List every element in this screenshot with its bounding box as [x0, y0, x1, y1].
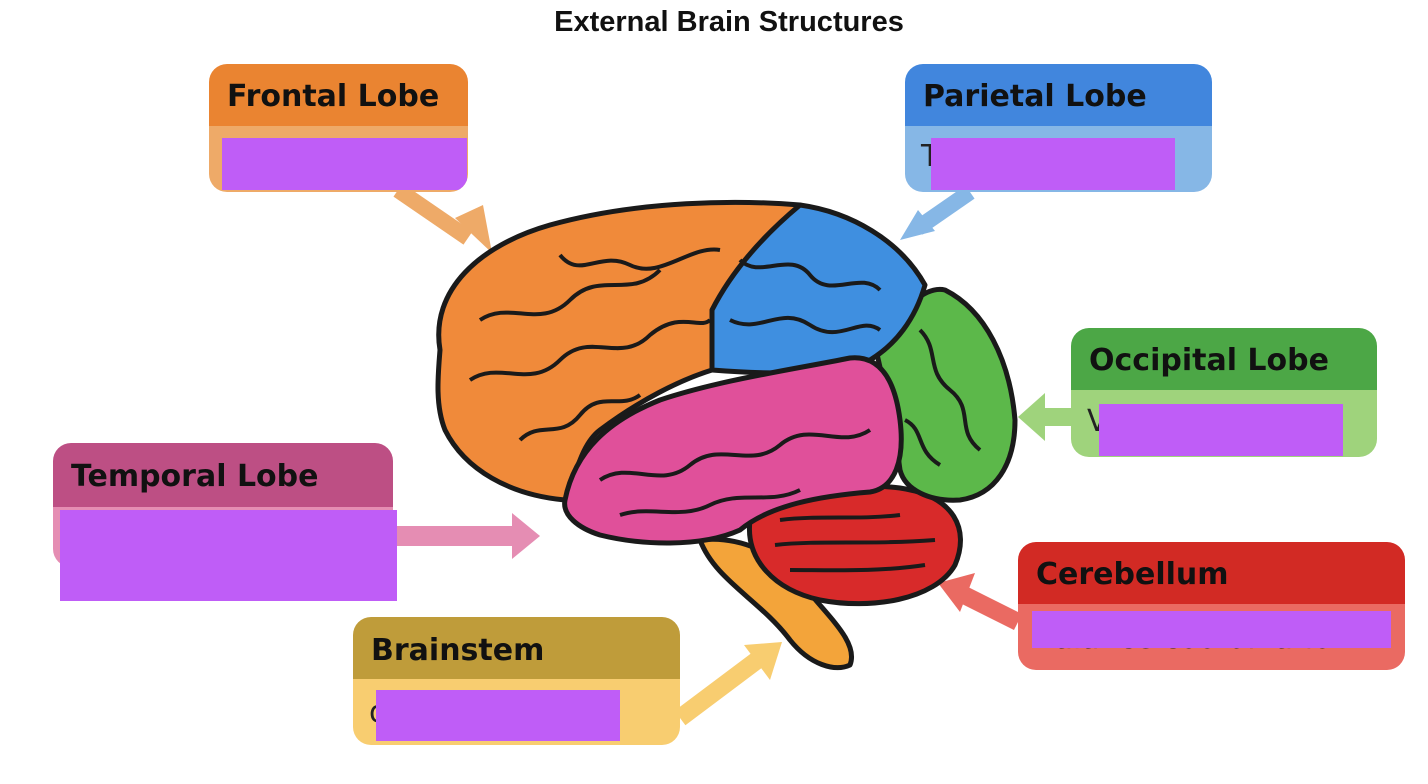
- arrow-temporal: [393, 513, 540, 559]
- parietal-lobe-heading: Parietal Lobe: [905, 64, 1212, 126]
- brainstem-heading: Brainstem: [353, 617, 680, 679]
- frontal-lobe-label: Frontal Lobe: [209, 64, 468, 192]
- arrow-occipital: [1018, 393, 1071, 441]
- cerebellum-label: Cerebellum Balance coordination: [1018, 542, 1405, 670]
- brain-illustration: [435, 199, 1018, 671]
- redaction-block: [931, 138, 1175, 190]
- gyri-lines: [468, 247, 982, 573]
- redaction-block: [376, 690, 620, 741]
- redaction-block: [222, 138, 467, 190]
- redaction-block: [60, 510, 397, 601]
- occipital-lobe-label: Occipital Lobe V g: [1071, 328, 1377, 457]
- occipital-lobe-heading: Occipital Lobe: [1071, 328, 1377, 390]
- frontal-lobe-heading: Frontal Lobe: [209, 64, 468, 126]
- cerebellum-heading: Cerebellum: [1018, 542, 1405, 604]
- parietal-lobe-label: Parietal Lobe T n: [905, 64, 1212, 192]
- temporal-region: [562, 355, 904, 546]
- arrow-frontal: [393, 183, 492, 253]
- diagram-title: External Brain Structures: [554, 6, 904, 38]
- arrow-brainstem: [674, 642, 782, 726]
- arrow-cerebellum: [938, 573, 1023, 631]
- redaction-block: [1032, 611, 1391, 648]
- brainstem-label: Brainstem ons: [353, 617, 680, 745]
- redaction-block: [1099, 404, 1343, 456]
- temporal-lobe-heading: Temporal Lobe: [53, 443, 393, 507]
- frontal-region: [435, 199, 803, 503]
- arrow-parietal: [900, 185, 975, 240]
